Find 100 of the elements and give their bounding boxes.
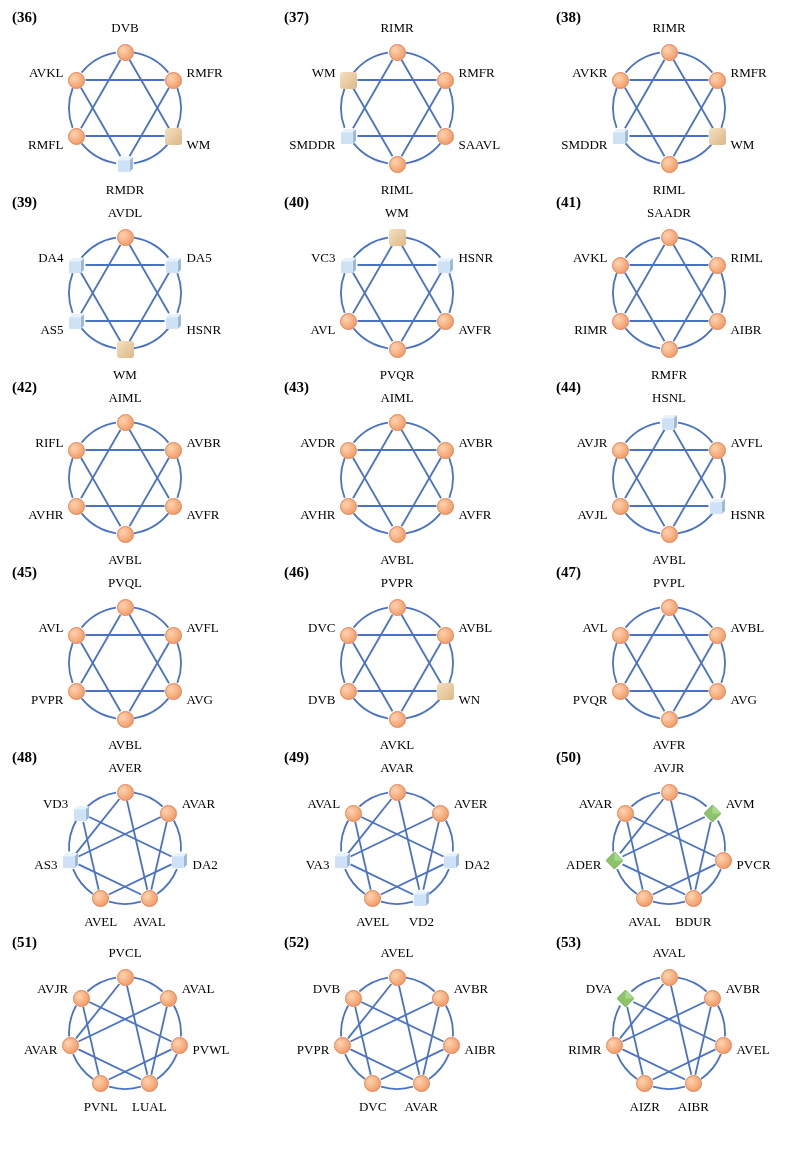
- node-label: AVBL: [458, 620, 493, 634]
- node-label: AVBL: [380, 552, 414, 566]
- connection-line: [677, 327, 714, 350]
- node-label: AVFR: [458, 507, 492, 521]
- connection-line: [422, 1005, 440, 1076]
- connection-line: [405, 697, 442, 720]
- connection-line: [352, 512, 389, 535]
- connection-line: [344, 1053, 366, 1080]
- connection-line: [80, 606, 117, 629]
- node-label: AVJL: [577, 507, 608, 521]
- connection-line: [80, 421, 117, 444]
- connection-line: [80, 236, 117, 259]
- node-label: AVBR: [453, 981, 489, 995]
- connection-line: [628, 320, 710, 322]
- cube-node: [72, 804, 90, 822]
- connection-line: [349, 1048, 415, 1081]
- connection-line: [405, 421, 442, 444]
- node-label: AVAR: [23, 1042, 58, 1056]
- connection-line: [82, 1005, 100, 1076]
- connection-line: [628, 449, 710, 451]
- node-label: RMFR: [730, 65, 767, 79]
- connection-line: [380, 1085, 414, 1090]
- connection-line: [133, 697, 170, 720]
- node-label: AVAR: [181, 796, 216, 810]
- node-label: PVPR: [296, 1042, 330, 1056]
- node-label: RMFR: [186, 65, 223, 79]
- connection-line: [628, 690, 710, 692]
- connection-line: [352, 243, 394, 315]
- connection-line: [612, 87, 618, 129]
- connection-line: [677, 606, 714, 629]
- connection-line: [68, 457, 74, 499]
- cube-node: [116, 155, 134, 173]
- node-label: AVAL: [132, 914, 166, 928]
- connection-line: [88, 816, 173, 858]
- connection-line: [84, 79, 166, 81]
- connection-line: [624, 606, 661, 629]
- connection-line: [651, 1048, 717, 1081]
- node-label: DA2: [192, 857, 218, 871]
- node-label: AVL: [38, 620, 64, 634]
- node-label: WM: [385, 205, 409, 219]
- node-label: AVJR: [653, 760, 685, 774]
- node-label: PVQR: [379, 367, 415, 381]
- node-label: AVBL: [108, 552, 142, 566]
- node-label: AVAR: [578, 796, 613, 810]
- panel-number: (49): [284, 750, 309, 765]
- cube-node: [333, 851, 351, 869]
- connection-line: [68, 87, 74, 129]
- connection-line: [84, 320, 166, 322]
- connection-line: [360, 1001, 445, 1043]
- connection-line: [84, 505, 166, 507]
- connection-line: [612, 272, 618, 314]
- connection-line: [176, 87, 182, 129]
- node-label: PVNL: [83, 1099, 118, 1113]
- connection-line: [133, 791, 164, 808]
- connection-line: [405, 142, 442, 165]
- connection-line: [352, 236, 389, 259]
- panel-number: (43): [284, 380, 309, 395]
- panel-number: (46): [284, 565, 309, 580]
- panel-number: (47): [556, 565, 581, 580]
- node-label: VD2: [408, 914, 434, 928]
- connection-line: [340, 87, 346, 129]
- node-label: HSNL: [652, 390, 686, 404]
- node-label: AVEL: [380, 945, 414, 959]
- node-label: RIFL: [35, 435, 64, 449]
- node-label: LUAL: [131, 1099, 167, 1113]
- node-label: PVCL: [108, 945, 142, 959]
- connection-line: [352, 421, 389, 444]
- connection-line: [356, 690, 438, 692]
- connection-line: [624, 142, 661, 165]
- connection-line: [720, 272, 726, 314]
- node-label: SAADR: [646, 205, 692, 219]
- connection-line: [358, 976, 389, 993]
- node-label: AIBR: [730, 322, 762, 336]
- node-label: RMFR: [458, 65, 495, 79]
- node-label: AVEL: [356, 914, 390, 928]
- connection-line: [621, 816, 706, 858]
- node-label: AS5: [40, 322, 64, 336]
- connection-line: [352, 697, 389, 720]
- connection-line: [133, 606, 170, 629]
- connection-line: [624, 428, 666, 500]
- connection-line: [405, 327, 442, 350]
- node-label: HSNR: [730, 507, 766, 521]
- connection-line: [107, 1048, 173, 1081]
- node-label: VC3: [310, 250, 336, 264]
- connection-line: [126, 799, 149, 891]
- node-label: AVKL: [29, 65, 64, 79]
- connection-line: [448, 642, 454, 684]
- node-label: DVC: [358, 1099, 387, 1113]
- node-label: AVER: [453, 796, 488, 810]
- connection-line: [400, 271, 442, 343]
- connection-line: [352, 142, 389, 165]
- node-label: PVQR: [572, 692, 608, 706]
- connection-line: [68, 819, 78, 853]
- connection-line: [670, 799, 693, 891]
- node-label: RIMR: [568, 1042, 602, 1056]
- node-label: SAAVL: [458, 137, 501, 151]
- connection-line: [720, 87, 726, 129]
- node-label: AVM: [725, 796, 755, 810]
- connection-line: [133, 421, 170, 444]
- node-label: AVFR: [458, 322, 492, 336]
